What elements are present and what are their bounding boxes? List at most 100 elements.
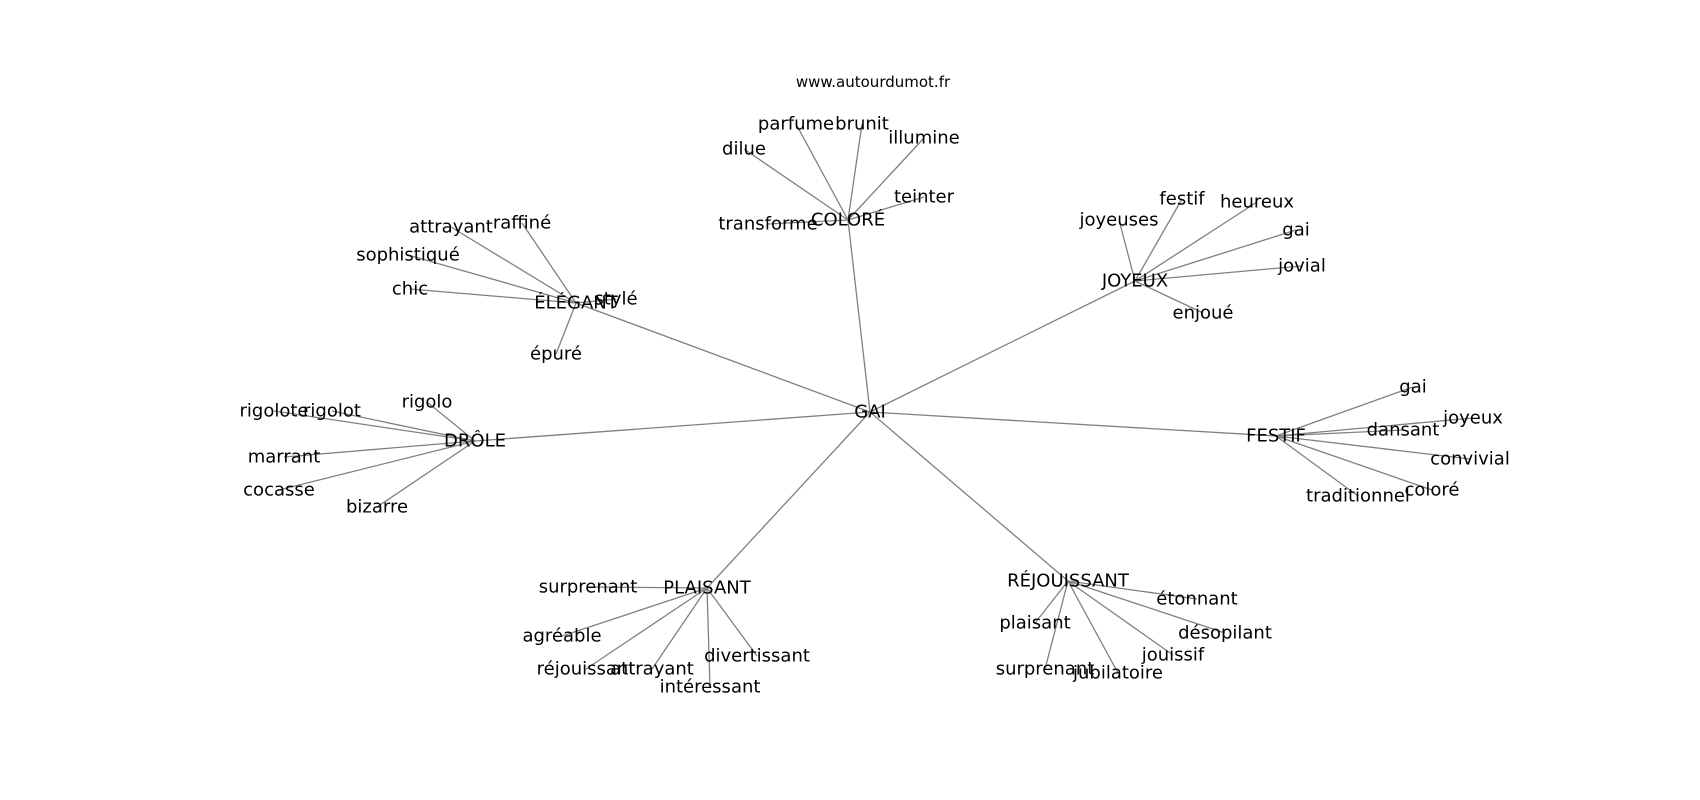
- edge-hub-leaf: [1118, 219, 1136, 282]
- leaf-node-label: réjouissant: [537, 659, 636, 680]
- edge-hub-leaf: [585, 587, 708, 670]
- leaf-node-label: gai: [1399, 377, 1426, 398]
- edge-hub-leaf: [1067, 580, 1198, 600]
- edge-hub-leaf: [1275, 435, 1359, 497]
- edge-hub-leaf: [1067, 580, 1174, 656]
- edge-hub-leaf: [450, 226, 577, 304]
- edge-root-hub: [869, 280, 1136, 413]
- edge-hub-leaf: [1134, 265, 1303, 282]
- edge-hub-leaf: [273, 410, 476, 442]
- leaf-node-label: attrayant: [409, 217, 493, 238]
- leaf-node-label: agréable: [522, 626, 601, 647]
- leaf-node-label: convivial: [1430, 449, 1510, 470]
- edge-hub-leaf: [407, 254, 577, 304]
- edge-hub-leaf: [1067, 580, 1226, 634]
- leaf-node-label: attrayant: [610, 659, 694, 680]
- leaf-node-label: dilue: [722, 139, 766, 160]
- leaf-node-label: joyeux: [1442, 408, 1503, 429]
- leaf-node-label: intéressant: [660, 677, 761, 698]
- leaf-node-label: raffiné: [493, 213, 551, 234]
- edge-hub-leaf: [426, 401, 476, 442]
- edge-hub-leaf: [521, 222, 577, 304]
- leaf-node-label: plaisant: [999, 613, 1070, 634]
- leaf-node-label: transforme: [718, 214, 817, 235]
- edge-hub-leaf: [587, 586, 708, 589]
- edge-root-hub: [575, 302, 871, 413]
- hub-node-label: ÉLÉGANT: [534, 292, 619, 314]
- edge-root-hub: [474, 411, 871, 442]
- edge-hub-leaf: [1275, 435, 1433, 491]
- leaf-node-label: dansant: [1367, 420, 1440, 441]
- edge-hub-leaf: [847, 123, 863, 221]
- edge-hub-leaf: [283, 440, 476, 458]
- edge-root-hub: [847, 219, 871, 413]
- leaf-node-label: désopilant: [1178, 623, 1272, 644]
- leaf-node-label: rigolo: [402, 392, 453, 413]
- leaf-node-label: rigolot: [303, 401, 361, 422]
- leaf-node-label: brunit: [835, 114, 889, 135]
- leaf-node-label: surprenant: [996, 659, 1095, 680]
- hub-node-label: PLAISANT: [663, 578, 751, 599]
- edge-hub-leaf: [651, 587, 708, 670]
- leaf-node-label: parfume: [758, 114, 834, 135]
- edge-hub-leaf: [1134, 280, 1204, 314]
- leaf-node-label: illumine: [888, 128, 959, 149]
- hub-node-label: DRÔLE: [444, 430, 506, 452]
- hub-node-label: FESTIF: [1246, 426, 1306, 447]
- leaf-node-label: rigolote: [240, 401, 309, 422]
- edge-hub-leaf: [1044, 580, 1069, 670]
- edge-hub-leaf: [1034, 580, 1069, 624]
- leaf-node-label: épuré: [530, 344, 582, 365]
- leaf-node-label: coloré: [1404, 480, 1459, 501]
- leaf-node-label: cocasse: [243, 480, 315, 501]
- leaf-node-label: joyeuses: [1079, 210, 1159, 231]
- leaf-node-label: gai: [1282, 220, 1309, 241]
- edge-root-hub: [706, 411, 871, 589]
- edge-hub-leaf: [1275, 386, 1414, 437]
- leaf-node-label: surprenant: [539, 577, 638, 598]
- leaf-node-label: stylé: [594, 289, 637, 310]
- leaf-node-label: festif: [1159, 189, 1205, 210]
- edge-hub-leaf: [561, 587, 708, 637]
- leaf-node-label: sophistiqué: [356, 245, 460, 266]
- leaf-node-label: marrant: [248, 447, 321, 468]
- edge-root-hub: [869, 411, 1277, 437]
- edge-hub-leaf: [1275, 435, 1471, 460]
- leaf-node-label: heureux: [1220, 192, 1294, 213]
- edge-hub-leaf: [706, 587, 711, 688]
- edge-hub-leaf: [1067, 580, 1119, 674]
- edge-hub-leaf: [795, 123, 849, 221]
- edge-hub-leaf: [575, 298, 617, 304]
- edge-root-hub: [869, 411, 1069, 582]
- edge-hub-leaf: [376, 440, 476, 508]
- edge-hub-leaf: [1134, 198, 1183, 282]
- hub-node-label: JOYEUX: [1101, 271, 1168, 292]
- edge-hub-leaf: [1275, 429, 1404, 437]
- source-label: www.autourdumot.fr: [796, 73, 951, 91]
- leaf-node-label: divertissant: [704, 646, 810, 667]
- edge-hub-leaf: [847, 137, 925, 221]
- root-node-label: GAI: [854, 402, 886, 423]
- leaf-node-label: chic: [392, 279, 428, 300]
- leaf-node-label: enjoué: [1173, 303, 1234, 324]
- edge-hub-leaf: [555, 302, 577, 355]
- edge-hub-leaf: [767, 219, 849, 225]
- hub-node-label: COLORÉ: [811, 209, 885, 231]
- leaf-node-label: teinter: [894, 187, 955, 208]
- edge-hub-leaf: [409, 288, 577, 304]
- edge-hub-leaf: [1134, 201, 1258, 282]
- edge-hub-leaf: [743, 148, 849, 221]
- leaf-node-label: jubilatoire: [1072, 663, 1163, 684]
- leaf-node-label: bizarre: [346, 497, 408, 518]
- edge-hub-leaf: [1275, 417, 1474, 437]
- edge-hub-leaf: [847, 196, 925, 221]
- edge-hub-leaf: [1134, 229, 1297, 282]
- leaf-node-label: jouissif: [1141, 645, 1205, 666]
- edge-hub-leaf: [278, 440, 476, 491]
- edge-hub-leaf: [331, 410, 476, 442]
- graph-edges: [273, 123, 1474, 688]
- hub-node-label: RÉJOUISSANT: [1007, 570, 1130, 592]
- edge-hub-leaf: [706, 587, 758, 657]
- leaf-node-label: traditionnel: [1306, 486, 1410, 507]
